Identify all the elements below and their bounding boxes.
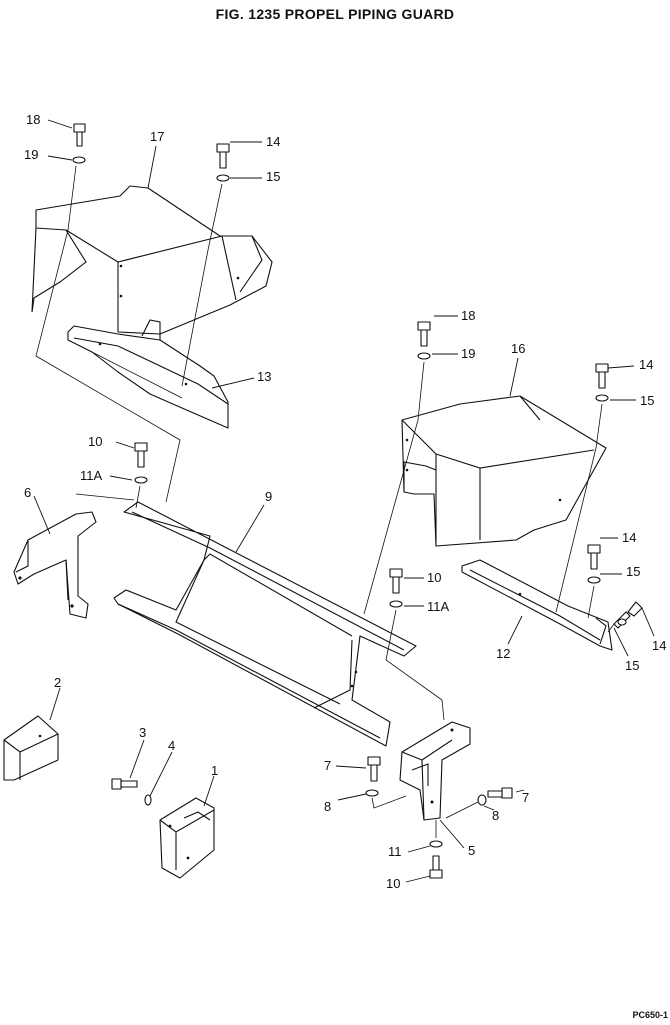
callout-10: 10 xyxy=(386,876,400,891)
callout-7: 7 xyxy=(324,758,331,773)
callout-13: 13 xyxy=(257,369,271,384)
callout-15: 15 xyxy=(640,393,654,408)
part-17-guard-cover xyxy=(31,185,273,335)
callout-1: 1 xyxy=(211,763,218,778)
callout-11: 11 xyxy=(388,844,402,859)
part-9-main-guard xyxy=(113,501,417,747)
callout-10: 10 xyxy=(88,434,102,449)
leader-lines xyxy=(33,119,655,883)
callout-15: 15 xyxy=(626,564,640,579)
callout-4: 4 xyxy=(168,738,175,753)
callout-labels: 18 19 17 14 15 13 18 19 16 14 15 10 11A … xyxy=(24,112,666,891)
callout-14: 14 xyxy=(652,638,666,653)
callout-2: 2 xyxy=(54,675,61,690)
part-5-bracket xyxy=(399,721,471,821)
callout-11A: 11A xyxy=(427,599,449,614)
part-16-guard-cover xyxy=(401,395,607,547)
callout-8: 8 xyxy=(324,799,331,814)
fasteners xyxy=(72,123,643,879)
callout-9: 9 xyxy=(265,489,272,504)
callout-18: 18 xyxy=(461,308,475,323)
callout-14: 14 xyxy=(622,530,636,545)
figure-code: PC650-1 xyxy=(632,1010,668,1020)
figure-title: FIG. 1235 PROPEL PIPING GUARD xyxy=(215,6,455,22)
callout-14: 14 xyxy=(639,357,653,372)
callout-19: 19 xyxy=(461,346,475,361)
callout-18: 18 xyxy=(26,112,40,127)
part-1-bracket xyxy=(159,797,215,879)
callout-11A: 11A xyxy=(80,468,102,483)
callout-3: 3 xyxy=(139,725,146,740)
part-6-bracket xyxy=(13,511,97,619)
callout-8: 8 xyxy=(492,808,499,823)
callout-14: 14 xyxy=(266,134,280,149)
part-13-bottom-plate xyxy=(67,319,229,429)
callout-6: 6 xyxy=(24,485,31,500)
callout-15: 15 xyxy=(266,169,280,184)
callout-12: 12 xyxy=(496,646,510,661)
part-12-bottom-plate xyxy=(461,559,613,651)
callout-19: 19 xyxy=(24,147,38,162)
callout-10: 10 xyxy=(427,570,441,585)
callout-17: 17 xyxy=(150,129,164,144)
callout-7: 7 xyxy=(522,790,529,805)
callout-16: 16 xyxy=(511,341,525,356)
callout-15: 15 xyxy=(625,658,639,673)
part-2-guard xyxy=(3,715,59,781)
callout-5: 5 xyxy=(468,843,475,858)
